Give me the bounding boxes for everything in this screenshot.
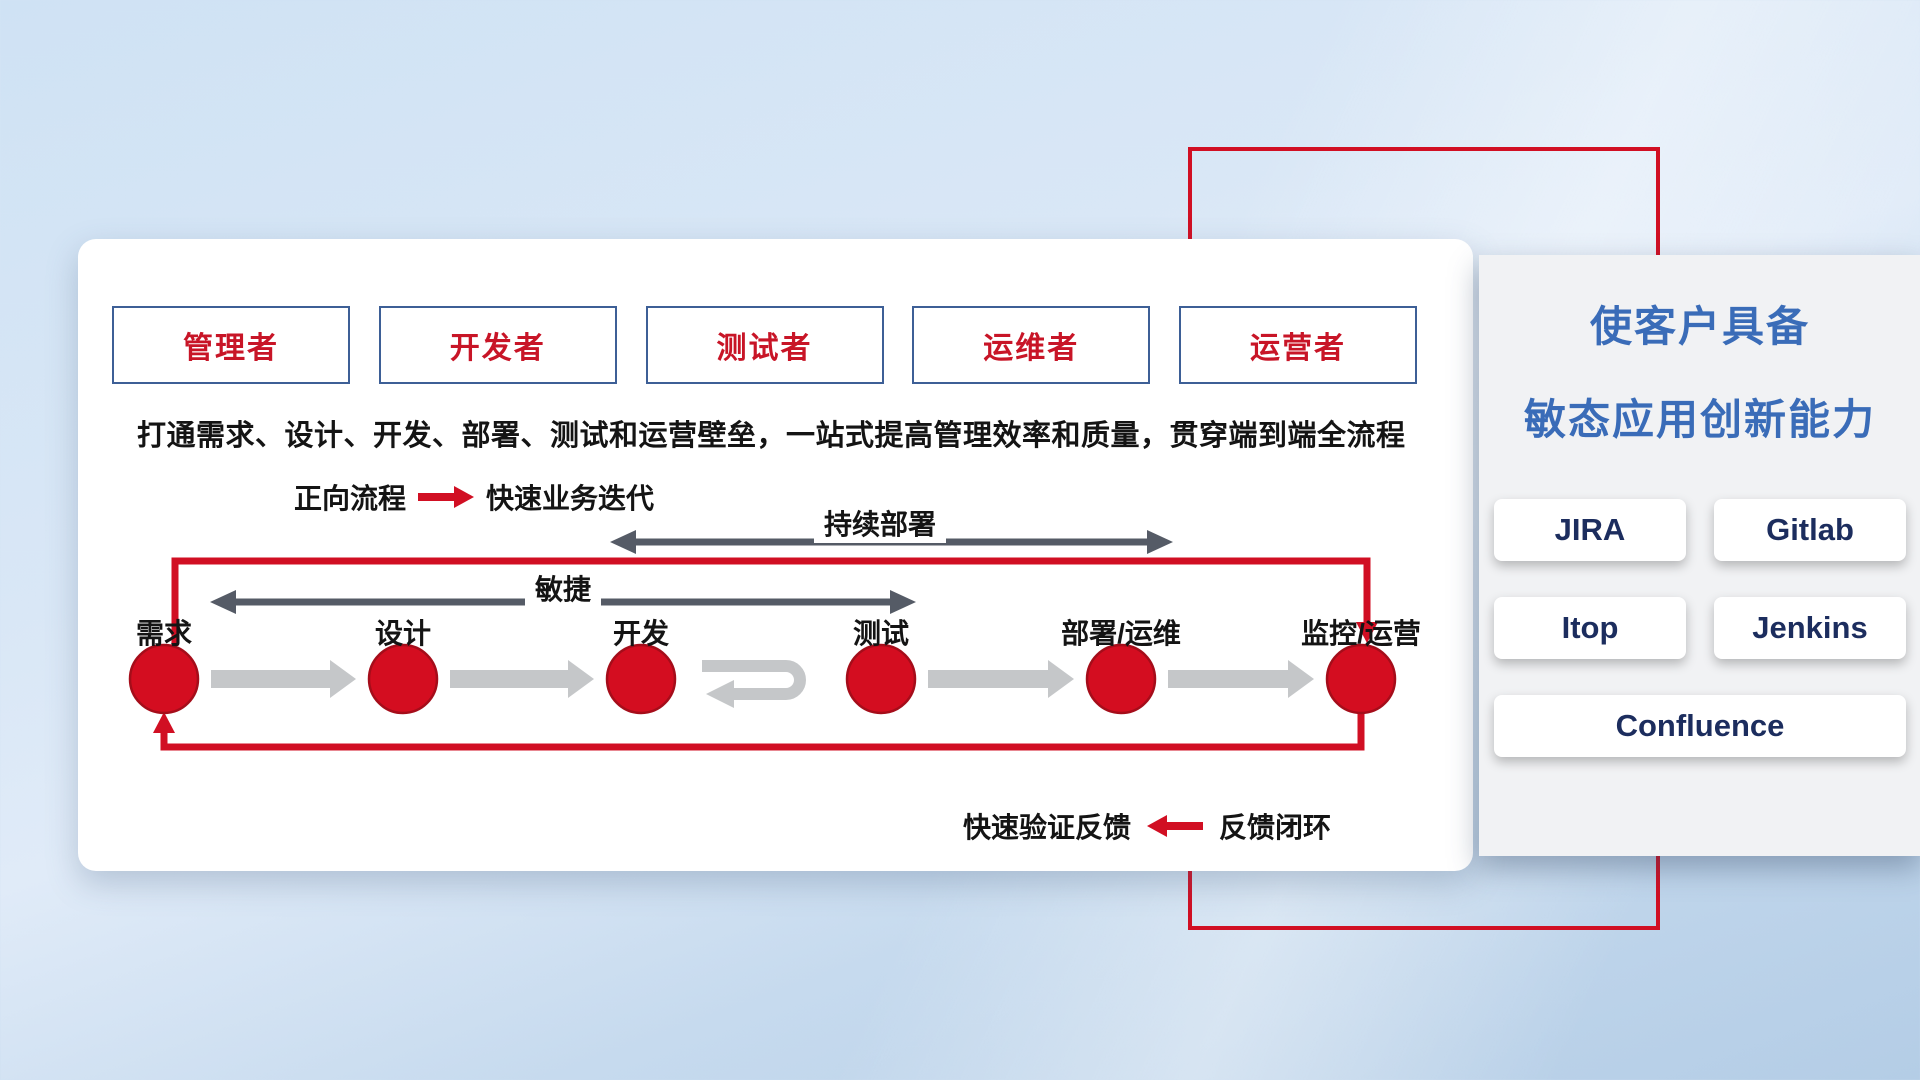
legend-feedback-label: 快速验证反馈 xyxy=(963,812,1132,843)
tool-chip-gitlab: Gitlab xyxy=(1714,499,1906,561)
feedback-arrow-icon xyxy=(1147,815,1204,837)
stage-label-design: 设计 xyxy=(374,618,432,649)
roles-row: 管理者 开发者 测试者 运维者 运营者 xyxy=(112,306,1417,384)
tool-grid: JIRA Gitlab Itop Jenkins Confluence xyxy=(1494,499,1906,757)
capability-title-line1: 使客户具备 xyxy=(1589,303,1810,350)
role-label: 管理者 xyxy=(183,332,279,365)
role-box-tester: 测试者 xyxy=(645,306,884,384)
agile-span-label: 敏捷 xyxy=(524,568,602,608)
stage-label-testing: 测试 xyxy=(852,618,910,649)
role-label: 测试者 xyxy=(716,332,813,365)
legend-feedback: 快速验证反馈 反馈闭环 xyxy=(963,806,1331,846)
role-label: 运营者 xyxy=(1250,332,1346,365)
legend-feedback-value: 反馈闭环 xyxy=(1219,812,1332,843)
stage-label-requirements: 需求 xyxy=(135,618,193,649)
stage-label-development: 开发 xyxy=(612,618,670,649)
role-box-developer: 开发者 xyxy=(378,306,617,384)
stage-label-deploy-ops: 部署/运维 xyxy=(1061,618,1181,649)
legend-forward-label: 正向流程 xyxy=(294,483,407,514)
role-box-operator: 运营者 xyxy=(1179,306,1417,384)
flow-description: 打通需求、设计、开发、部署、测试和运营壁垒，一站式提高管理效率和质量，贯穿端到端… xyxy=(137,420,1406,452)
role-label: 运维者 xyxy=(983,332,1080,365)
role-box-manager: 管理者 xyxy=(112,306,350,384)
tool-chip-jira: JIRA xyxy=(1494,499,1686,561)
role-label: 开发者 xyxy=(449,332,546,365)
capability-title-line2: 敏态应用创新能力 xyxy=(1523,396,1876,443)
tool-chip-jenkins: Jenkins xyxy=(1714,597,1906,659)
role-box-ops: 运维者 xyxy=(912,306,1151,384)
legend-forward: 正向流程 快速业务迭代 xyxy=(294,477,654,517)
capability-panel: 使客户具备 敏态应用创新能力 JIRA Gitlab Itop Jenkins … xyxy=(1479,255,1920,856)
capability-title: 使客户具备 敏态应用创新能力 xyxy=(1479,293,1920,447)
forward-arrow-icon xyxy=(418,486,475,508)
stage-label-monitor-ops: 监控/运营 xyxy=(1301,618,1421,649)
tool-chip-itop: Itop xyxy=(1494,597,1686,659)
legend-forward-value: 快速业务迭代 xyxy=(486,483,655,514)
tool-chip-confluence: Confluence xyxy=(1494,695,1906,757)
continuous-deploy-span-label: 持续部署 xyxy=(813,503,947,543)
